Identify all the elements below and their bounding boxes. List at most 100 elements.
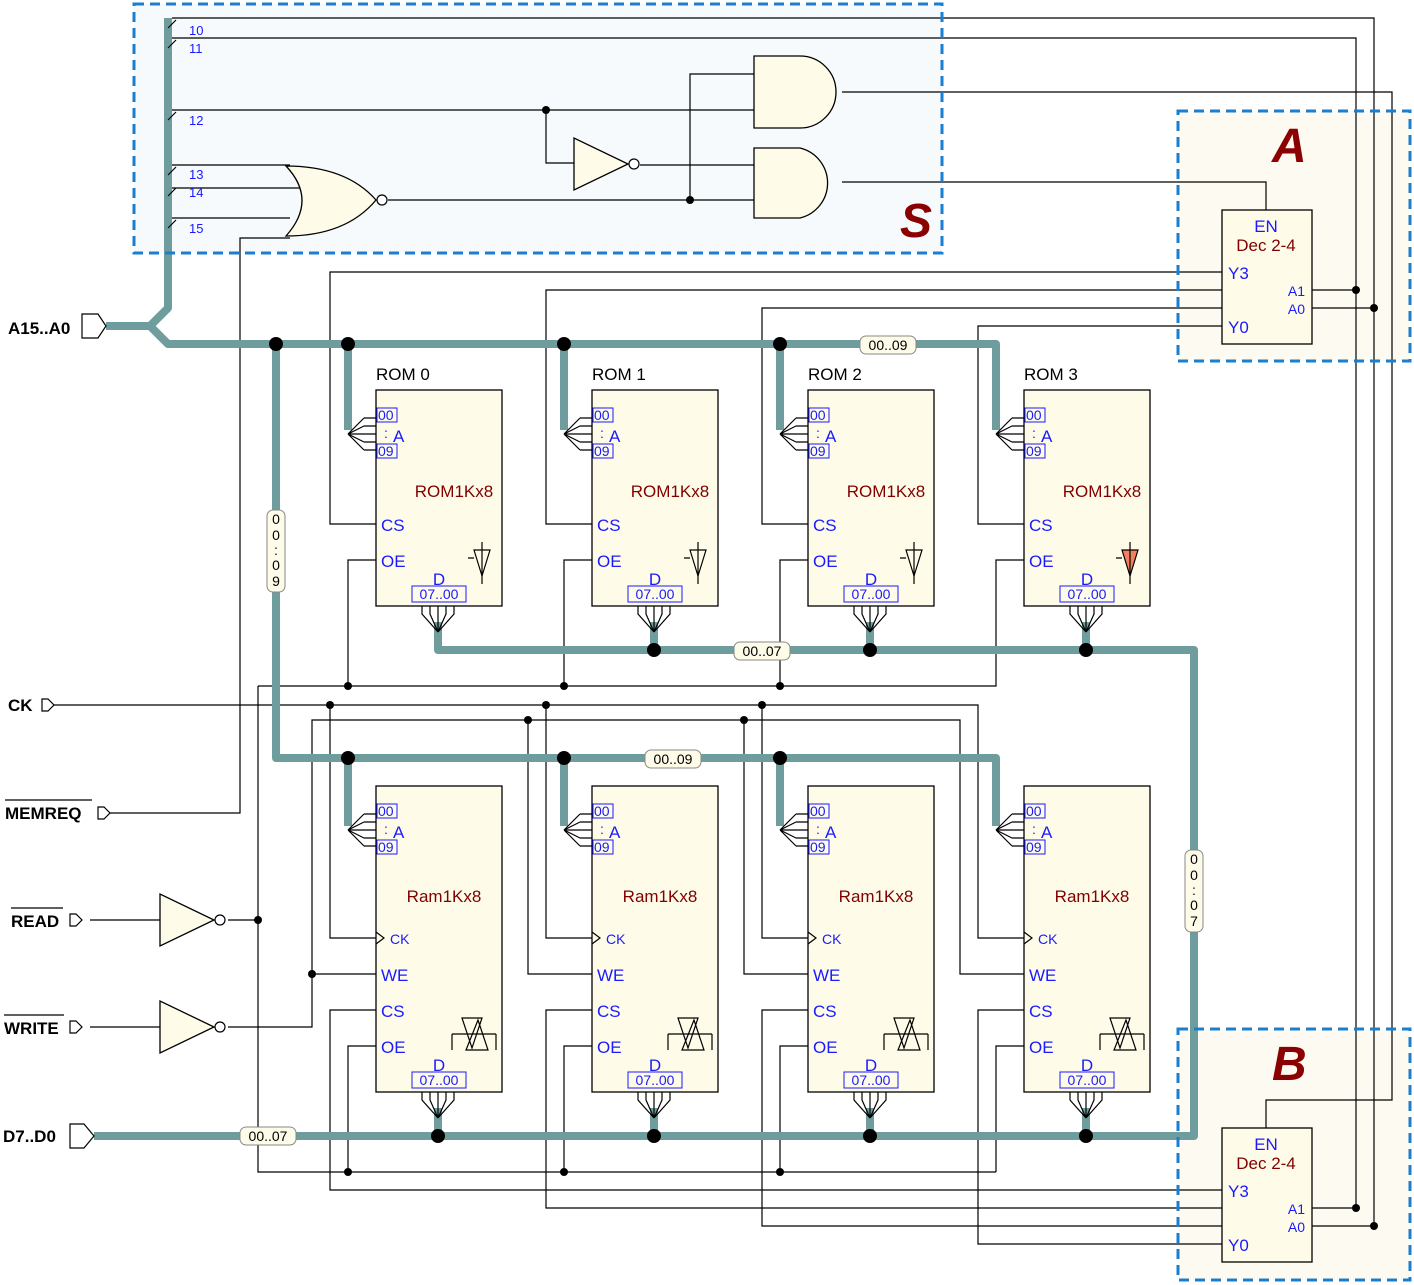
rom-chip-1-title: ROM 1 bbox=[592, 365, 646, 384]
port-read-label: READ bbox=[11, 912, 59, 931]
bus-junction bbox=[341, 337, 355, 351]
ram-chip-0-cs: CS bbox=[381, 1002, 405, 1021]
ram-chip-1-a-hi: 09 bbox=[594, 839, 610, 855]
not-gate-read-bubble bbox=[214, 914, 226, 926]
ram-chip-0-body bbox=[375, 785, 503, 1093]
rom-chip-3-a-colon: : bbox=[1032, 425, 1036, 441]
region-a-border bbox=[1176, 109, 1412, 363]
rom-chip-2-body bbox=[807, 389, 935, 607]
ram-chip-3-clock-icon bbox=[1023, 931, 1033, 945]
ram-chip-3-oe: OE bbox=[1029, 1038, 1054, 1057]
junction bbox=[542, 106, 550, 114]
address-comb bbox=[347, 417, 365, 451]
rom-chip-2-d-range: 07..00 bbox=[852, 586, 891, 602]
junction bbox=[560, 682, 568, 690]
port-data-label: D7..D0 bbox=[3, 1127, 56, 1146]
not-gate-select-bubble bbox=[628, 158, 640, 170]
rom-chip-3-a-lo-box bbox=[1024, 407, 1046, 423]
rom-chip-0-title: ROM 0 bbox=[376, 365, 430, 384]
ram-chip-2-ck: CK bbox=[822, 931, 842, 947]
decoder-ram: EN Dec 2-4 Y3 Y0 A1 A0 bbox=[1221, 1127, 1313, 1263]
port-clock-label: CK bbox=[8, 696, 33, 715]
decoder-rom-a1: A1 bbox=[1288, 283, 1305, 299]
bus-junction bbox=[1079, 1129, 1093, 1143]
region-s-fill bbox=[134, 4, 942, 253]
decoder-ram-type: Dec 2-4 bbox=[1236, 1154, 1296, 1173]
address-comb bbox=[995, 417, 1013, 451]
junction bbox=[686, 196, 694, 204]
rom-chip-2-data-comb bbox=[853, 606, 887, 633]
ram-chip-3-we: WE bbox=[1029, 966, 1056, 985]
junction bbox=[344, 1168, 352, 1176]
ram-chip-2-cs: CS bbox=[813, 1002, 837, 1021]
bus-label-rom-addr: 00..09 bbox=[869, 337, 908, 353]
rom-chip-3-type: ROM1Kx8 bbox=[1063, 482, 1141, 501]
bus-label-data-in-box bbox=[239, 1126, 297, 1146]
ram-chip-1-bidir-icon bbox=[667, 1017, 713, 1051]
ram-chip-1-a-lo-box bbox=[592, 803, 614, 819]
bus-label-rom-data: 00..07 bbox=[743, 643, 782, 659]
rom-chip-3-a: A bbox=[1041, 427, 1053, 446]
rom-chip-2-type: ROM1Kx8 bbox=[847, 482, 925, 501]
junction bbox=[1352, 1204, 1360, 1212]
rom-chip-2-a-colon: : bbox=[816, 425, 820, 441]
address-pins bbox=[796, 813, 808, 847]
select-logic bbox=[284, 55, 837, 237]
rom-chip-1-d-range-box bbox=[627, 585, 683, 603]
rom-chip-1-a-hi-box bbox=[592, 443, 614, 459]
address-pins bbox=[580, 417, 592, 451]
ram-chip-1-body bbox=[591, 785, 719, 1093]
ram-chip-3-a-colon: : bbox=[1032, 821, 1036, 837]
input-ports: A15..A0 CK MEMREQ READ WRITE D7..D0 bbox=[3, 313, 111, 1149]
ram-chip-1-a-hi-box bbox=[592, 839, 614, 855]
ram-chip-0-clock-icon bbox=[375, 931, 385, 945]
ram-chip-1-data-comb bbox=[637, 1092, 671, 1119]
port-address-label: A15..A0 bbox=[8, 319, 70, 338]
address-comb bbox=[347, 813, 365, 847]
rom-chip-0-type: ROM1Kx8 bbox=[415, 482, 493, 501]
rom-chip-2-a-hi-box bbox=[808, 443, 830, 459]
bus-junction bbox=[269, 337, 283, 351]
bus-label-ram-addr: 00..09 bbox=[654, 751, 693, 767]
rom-chip-0-d: D bbox=[433, 570, 445, 589]
address-comb bbox=[779, 417, 797, 451]
bus-label-data-in: 00..07 bbox=[249, 1128, 288, 1144]
ram-chip-2-d-range-box bbox=[843, 1071, 899, 1089]
decoder-rom-type: Dec 2-4 bbox=[1236, 236, 1296, 255]
address-pins bbox=[364, 417, 376, 451]
nor-gate-bubble bbox=[376, 194, 388, 206]
rom-chip-3-a-lo: 00 bbox=[1026, 407, 1042, 423]
tap-label-12: 12 bbox=[189, 113, 203, 128]
ram-chip-0-bidir-icon bbox=[451, 1017, 497, 1051]
bus-label-vertical-data-1: 0 bbox=[1190, 867, 1198, 883]
bus-label-vertical-data-3: 0 bbox=[1190, 897, 1198, 913]
rom-chip-3-d-range: 07..00 bbox=[1068, 586, 1107, 602]
bus-junction bbox=[1079, 643, 1093, 657]
bus-junction bbox=[557, 337, 571, 351]
ram-chip-2-type: Ram1Kx8 bbox=[839, 887, 914, 906]
ram-chip-1-d-range: 07..00 bbox=[636, 1072, 675, 1088]
ram-chip-2-d: D bbox=[865, 1056, 877, 1075]
ram-chip-0-we: WE bbox=[381, 966, 408, 985]
junction bbox=[542, 701, 550, 709]
port-address-connector bbox=[81, 313, 107, 339]
ram-chip-0-a-hi-box bbox=[376, 839, 398, 855]
rom-chip-1-d-range: 07..00 bbox=[636, 586, 675, 602]
ram-chip-1-d: D bbox=[649, 1056, 661, 1075]
rom-chip-3-d: D bbox=[1081, 570, 1093, 589]
bus-junction bbox=[773, 751, 787, 765]
bus-junction bbox=[341, 751, 355, 765]
tap-label-11: 11 bbox=[189, 41, 203, 56]
ram-chip-0-a: A bbox=[393, 823, 405, 842]
ram-chip-3-a: A bbox=[1041, 823, 1053, 842]
junction bbox=[560, 1168, 568, 1176]
ram-chip-2-a-lo: 00 bbox=[810, 803, 826, 819]
tap-label-14: 14 bbox=[189, 185, 203, 200]
ram-chip-1-oe: OE bbox=[597, 1038, 622, 1057]
junction bbox=[1370, 304, 1378, 312]
rom-chip-2-a: A bbox=[825, 427, 837, 446]
rom-chip-2-d-range-box bbox=[843, 585, 899, 603]
rom-chip-1-tristate-leads bbox=[684, 542, 699, 584]
bus-label-vertical-data-0: 0 bbox=[1190, 851, 1198, 867]
